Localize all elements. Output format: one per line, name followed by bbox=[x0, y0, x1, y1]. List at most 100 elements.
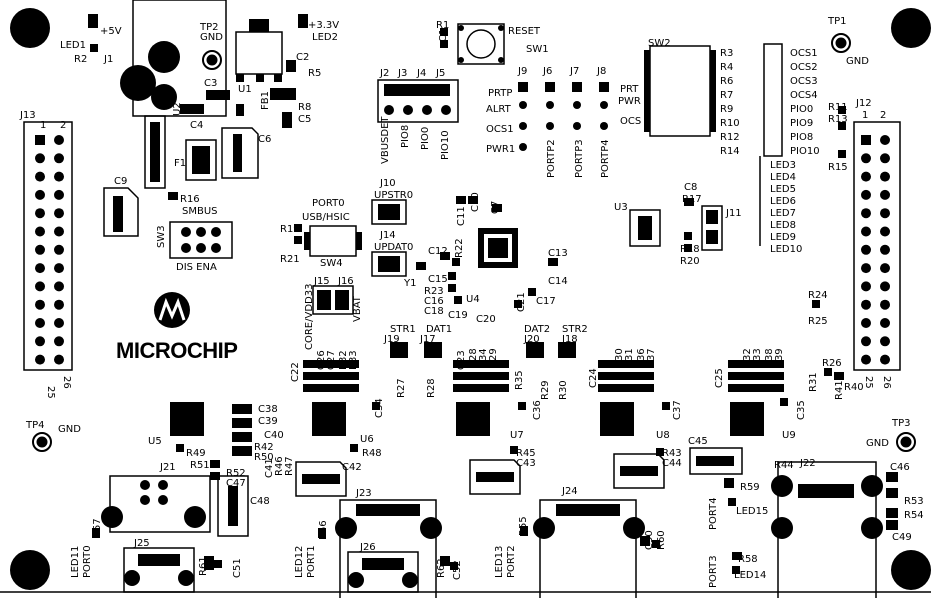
label-c26: C26 bbox=[316, 350, 327, 370]
label-c50: C50 bbox=[644, 530, 655, 550]
label-j15: J15 bbox=[313, 276, 330, 287]
label-u8: U8 bbox=[656, 430, 670, 441]
j12-pin bbox=[880, 189, 890, 200]
j13-pin bbox=[54, 281, 64, 292]
label-f1: F1 bbox=[174, 158, 186, 169]
label-str2: STR2 bbox=[562, 324, 588, 335]
label-j13-2: 2 bbox=[60, 120, 66, 131]
label-led4: LED4 bbox=[770, 172, 796, 183]
label-r51: R51 bbox=[190, 460, 210, 471]
label-led13: LED13 bbox=[494, 546, 505, 578]
label-pwr1: PWR1 bbox=[486, 144, 515, 155]
label-c37: C37 bbox=[672, 400, 683, 420]
label-c1: C1 bbox=[438, 29, 449, 42]
sw3-smbus-switch bbox=[169, 221, 233, 259]
mounting-hole-top-right bbox=[891, 8, 931, 48]
label-c15: C15 bbox=[428, 274, 448, 285]
label-c20: C20 bbox=[476, 314, 496, 325]
j14-jumper bbox=[371, 251, 407, 277]
label-pio0b: PIO0 bbox=[790, 104, 813, 115]
label-r21: R21 bbox=[280, 254, 300, 265]
label-j20: J20 bbox=[523, 334, 540, 345]
sw4-switch bbox=[304, 225, 362, 257]
j13-pin bbox=[54, 354, 64, 365]
j12-pin bbox=[880, 318, 890, 328]
label-r5: R5 bbox=[308, 68, 321, 79]
label-j19: J19 bbox=[383, 334, 400, 345]
label-j4: J4 bbox=[416, 68, 426, 79]
j13-pin bbox=[54, 299, 64, 310]
label-r53: R53 bbox=[904, 496, 924, 507]
label-c38: C38 bbox=[258, 404, 278, 415]
j12-pin bbox=[880, 354, 890, 365]
label-r49: R49 bbox=[186, 448, 206, 459]
j15-j16-jumpers bbox=[312, 285, 354, 315]
label-c46: C46 bbox=[890, 462, 910, 473]
j1-power-jack bbox=[120, 0, 227, 117]
j13-pin bbox=[54, 318, 64, 328]
label-c13: C13 bbox=[548, 248, 568, 259]
label-j6: J6 bbox=[542, 66, 552, 77]
label-j26: J26 bbox=[359, 542, 376, 553]
label-j13-1: 1 bbox=[40, 120, 46, 131]
label-str1: STR1 bbox=[390, 324, 416, 335]
label-c44: C44 bbox=[662, 458, 682, 469]
label-r55: R55 bbox=[518, 516, 529, 536]
j13-pin bbox=[35, 281, 45, 292]
label-c29: C29 bbox=[488, 348, 499, 368]
led-column bbox=[759, 43, 783, 246]
label-alrt: ALRT bbox=[486, 104, 512, 115]
j13-pin bbox=[35, 208, 45, 219]
j11-jumper bbox=[701, 205, 723, 251]
label-pio9: PIO9 bbox=[790, 118, 813, 129]
label-j12: J12 bbox=[855, 98, 872, 109]
mounting-hole-top-left bbox=[10, 8, 50, 48]
j12-pin bbox=[861, 135, 871, 145]
label-j21: J21 bbox=[159, 462, 176, 473]
label-vbat: VBAT bbox=[352, 295, 363, 322]
usb-connector-j23 bbox=[335, 499, 442, 598]
silkscreen-labels: LED1 +5V R2 J1 TP2 GND +3.3V LED2 C2 R5 … bbox=[19, 16, 924, 581]
j12-pin bbox=[861, 263, 871, 274]
label-j23: J23 bbox=[355, 488, 372, 499]
f1-fuse bbox=[185, 139, 217, 181]
label-r10: R10 bbox=[720, 118, 740, 129]
j13-pin bbox=[35, 171, 45, 182]
label-r8: R8 bbox=[298, 102, 311, 113]
sw1-reset-button bbox=[457, 23, 505, 65]
label-c16: C16 bbox=[424, 296, 444, 307]
label-c35: C35 bbox=[796, 400, 807, 420]
label-j3: J3 bbox=[397, 68, 407, 79]
label-c25: C25 bbox=[714, 368, 725, 388]
label-r36: R36 bbox=[636, 348, 647, 368]
label-c14: C14 bbox=[548, 276, 568, 287]
label-r9: R9 bbox=[720, 104, 733, 115]
label-r18: R18 bbox=[680, 244, 700, 255]
label-r24: R24 bbox=[808, 290, 828, 301]
label-r61: R61 bbox=[198, 556, 209, 576]
label-r13: R13 bbox=[828, 114, 848, 125]
label-dis-ena: DIS ENA bbox=[176, 262, 217, 273]
label-c34: C34 bbox=[374, 398, 385, 418]
label-core-vdd33: CORE/VDD33 bbox=[304, 284, 315, 350]
label-led10: LED10 bbox=[770, 244, 802, 255]
label-r4: R4 bbox=[720, 62, 733, 73]
label-r56: R56 bbox=[318, 520, 329, 540]
label-upstr0: UPSTR0 bbox=[374, 190, 413, 201]
label-c3: C3 bbox=[204, 78, 217, 89]
label-c10: C10 bbox=[470, 192, 481, 212]
label-r44: R44 bbox=[774, 460, 794, 471]
label-j14: J14 bbox=[379, 230, 396, 241]
label-j1: J1 bbox=[103, 54, 113, 65]
label-tp2-gnd: GND bbox=[200, 32, 223, 43]
label-c52: C52 bbox=[452, 560, 463, 580]
label-r25: R25 bbox=[808, 316, 828, 327]
label-j18: J18 bbox=[561, 334, 578, 345]
j12-pin bbox=[880, 299, 890, 310]
j12-pin bbox=[861, 336, 871, 347]
label-led1: LED1 bbox=[60, 40, 86, 51]
label-c40: C40 bbox=[264, 430, 284, 441]
label-c41: C41 bbox=[264, 458, 275, 478]
label-reset: RESET bbox=[508, 26, 541, 37]
label-r30: R30 bbox=[558, 380, 569, 400]
